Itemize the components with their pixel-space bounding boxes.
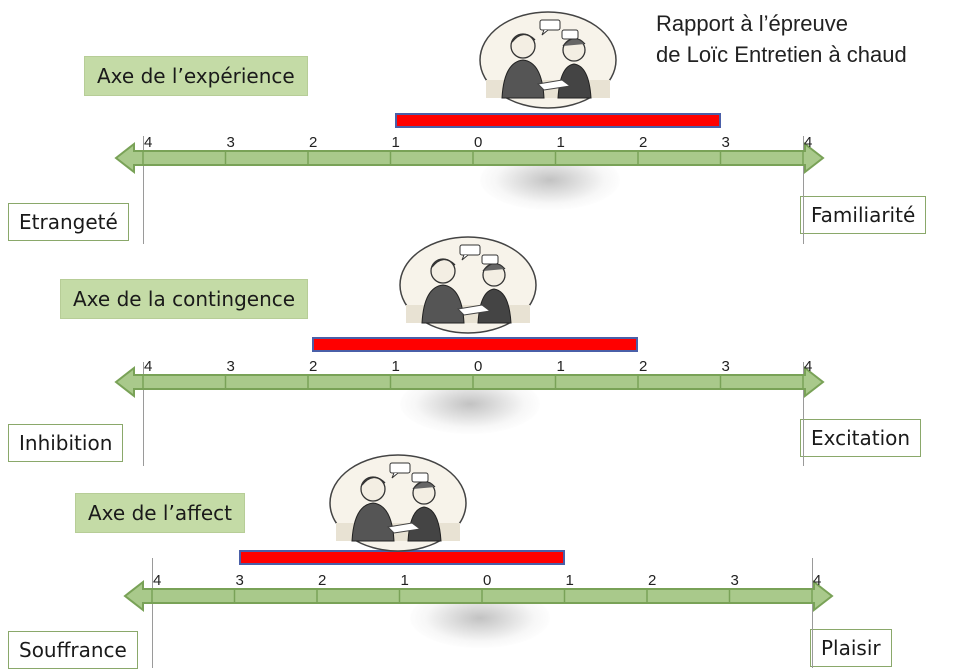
right-boundary-line (812, 558, 813, 668)
left-boundary-line (152, 558, 153, 668)
tick-label: 4 (804, 358, 813, 375)
tick-label: 1 (400, 572, 409, 589)
range-bar (312, 337, 638, 352)
tick-label: 2 (309, 134, 318, 151)
tick-label: 2 (639, 134, 648, 151)
double-arrow (114, 141, 825, 175)
tick-label: 3 (226, 358, 235, 375)
diagram-title-line-2: de Loïc Entretien à chaud (656, 42, 907, 67)
tick-label: 2 (318, 572, 327, 589)
two-people-talking-icon (479, 11, 617, 109)
tick-label: 4 (804, 134, 813, 151)
tick-label: 0 (474, 134, 483, 151)
tick-label: 0 (474, 358, 483, 375)
left-boundary-line (143, 362, 144, 466)
double-arrow (114, 365, 825, 399)
tick-label: 3 (721, 358, 730, 375)
right-boundary-line (803, 362, 804, 466)
axis-right-label: Excitation (800, 419, 922, 457)
tick-label: 1 (556, 358, 565, 375)
right-boundary-line (803, 136, 804, 244)
axis-right-label: Familiarité (800, 196, 927, 234)
tick-label: 1 (391, 134, 400, 151)
tick-label: 4 (144, 358, 153, 375)
tick-label: 3 (721, 134, 730, 151)
tick-label: 2 (639, 358, 648, 375)
range-bar (394, 113, 721, 128)
tick-label: 3 (730, 572, 739, 589)
tick-label: 3 (226, 134, 235, 151)
tick-label: 1 (556, 134, 565, 151)
tick-label: 2 (648, 572, 657, 589)
tick-label: 4 (153, 572, 162, 589)
tick-label: 2 (309, 358, 318, 375)
left-boundary-line (143, 136, 144, 244)
tick-label: 1 (391, 358, 400, 375)
axis-left-label: Inhibition (8, 424, 124, 462)
tick-label: 4 (813, 572, 822, 589)
axis-right-label: Plaisir (810, 629, 892, 667)
tick-label: 4 (144, 134, 153, 151)
tick-label: 0 (483, 572, 492, 589)
axis-title: Axe de l’expérience (84, 56, 308, 96)
diagram-title-line-1: Rapport à l’épreuve (656, 11, 849, 36)
tick-label: 1 (565, 572, 574, 589)
tick-label: 3 (235, 572, 244, 589)
axis-left-label: Etrangeté (8, 203, 129, 241)
axis-title: Axe de l’affect (75, 493, 246, 533)
axis-title: Axe de la contingence (60, 279, 309, 319)
double-arrow (123, 579, 834, 613)
two-people-talking-icon (329, 454, 467, 552)
two-people-talking-icon (399, 236, 537, 334)
